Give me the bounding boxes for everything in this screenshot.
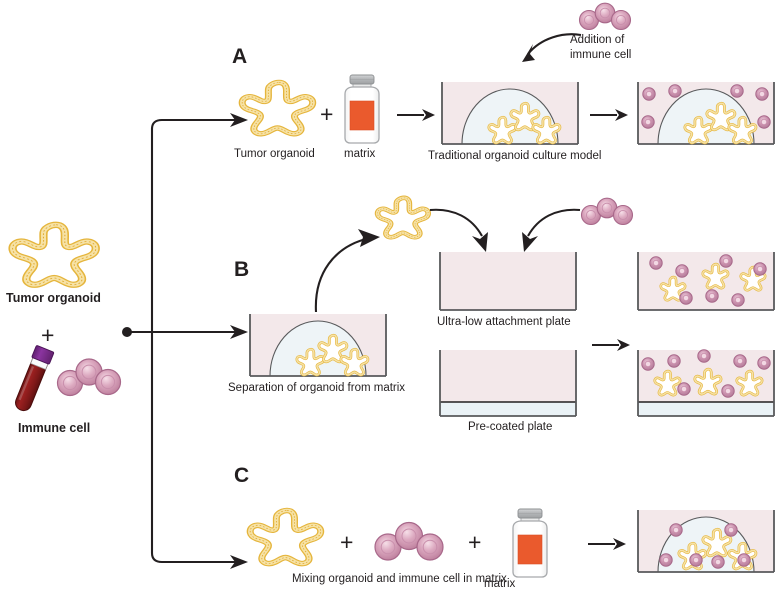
source-tumor-organoid-label: Tumor organoid (6, 291, 101, 305)
panel-a-culture-well (441, 82, 579, 145)
panel-c-organoid-icon (248, 508, 326, 570)
panel-a-addition-immune-cells-icon (578, 2, 632, 31)
panel-b-ultra-low-plate (439, 252, 577, 311)
source-plus-symbol: + (41, 322, 55, 348)
panel-b-ultra-low-label: Ultra-low attachment plate (437, 316, 571, 328)
panel-c-result-well (637, 510, 775, 573)
source-tumor-organoid-icon (10, 222, 102, 292)
panel-letter-c: C (234, 464, 250, 487)
panel-a-addition-label-line1: Addition of (570, 34, 625, 46)
panel-c-matrix-vial-icon (512, 508, 548, 578)
panel-b-precoated-plate (439, 350, 577, 417)
panel-b-floating-organoid-icon (376, 196, 432, 242)
panel-b-arrow-from-immune (522, 208, 581, 252)
blood-tube-icon (15, 345, 55, 412)
branch-connector (122, 113, 248, 569)
panel-c-mixing-label: Mixing organoid and immune cell in matri… (292, 573, 507, 585)
panel-c-arrow (588, 538, 626, 550)
panel-a-addition-label-line2: immune cell (570, 49, 632, 61)
panel-letter-b: B (234, 258, 250, 281)
panel-b-precoated-label: Pre-coated plate (468, 421, 553, 433)
panel-a-organoid-label: Tumor organoid (234, 148, 315, 160)
panel-a-curved-arrow (522, 33, 582, 62)
panel-a-culture-model-label: Traditional organoid culture model (428, 150, 602, 162)
panel-a-arrow-1 (397, 109, 435, 121)
panel-c-plus-symbol-1: + (340, 529, 354, 555)
panel-b-immune-cells-icon (580, 197, 634, 226)
panel-a-arrow-2 (590, 109, 628, 121)
source-immune-cell-label: Immune cell (18, 421, 91, 435)
panel-b-separation-well (249, 314, 387, 377)
panel-b-separation-label: Separation of organoid from matrix (228, 382, 406, 394)
panel-b-arrow-to-ultra-low (429, 208, 488, 252)
panel-a-matrix-vial-icon (344, 74, 380, 144)
panel-c-plus-symbol-2: + (468, 529, 482, 555)
panel-b-result-ultra-low-plate (637, 252, 775, 311)
panel-c-immune-cells-icon (374, 521, 444, 561)
panel-a-result-well (637, 82, 775, 145)
panel-a-matrix-label: matrix (344, 148, 376, 160)
panel-b-arrow-up (314, 229, 380, 313)
panel-a-organoid-icon (240, 80, 318, 140)
panel-b-arrow-result (592, 339, 630, 351)
source-immune-cell-icon (56, 358, 122, 397)
panel-c-matrix-label: matrix (484, 578, 516, 590)
panel-a-plus-symbol: + (320, 101, 334, 127)
panel-letter-a: A (232, 45, 248, 68)
panel-b-result-precoated-plate (637, 349, 775, 417)
